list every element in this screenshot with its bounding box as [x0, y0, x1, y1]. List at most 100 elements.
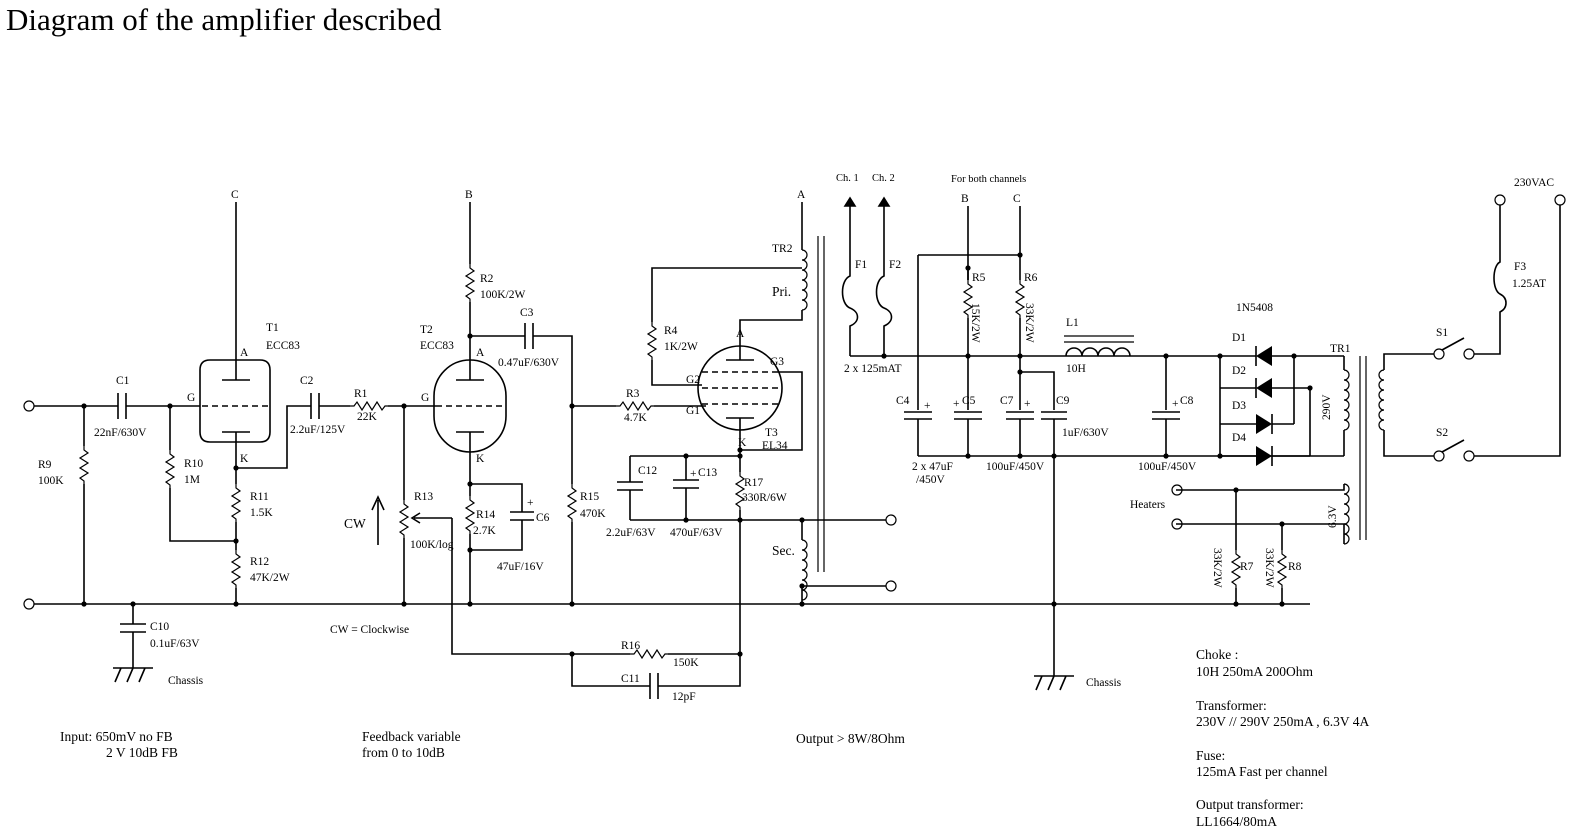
- t1-cathode-label: K: [240, 453, 249, 465]
- diagram-title: Diagram of the amplifier described: [6, 2, 442, 37]
- c10-value: 0.1uF/63V: [150, 638, 200, 650]
- r1-label: R1: [354, 388, 368, 400]
- mains-label: 230VAC: [1514, 177, 1554, 189]
- tr1-heater-voltage: 6.3V: [1327, 505, 1339, 528]
- c5-plus: +: [953, 398, 960, 410]
- c4-label: C4: [896, 395, 910, 407]
- both-channels-label: For both channels: [951, 174, 1026, 185]
- r3-value: 4.7K: [624, 412, 647, 424]
- mains-switches: [1433, 194, 1566, 462]
- choke-spec: 10H 250mA 200Ohm: [1196, 664, 1314, 679]
- r13-label: R13: [414, 491, 433, 503]
- r2-label: R2: [480, 273, 494, 285]
- r1-value: 22K: [357, 411, 378, 423]
- fuse-heading: Fuse:: [1196, 748, 1225, 763]
- c9-label: C9: [1056, 395, 1070, 407]
- c13-value: 470uF/63V: [670, 527, 723, 539]
- t1-tube: [199, 202, 271, 468]
- t2-type: ECC83: [420, 340, 454, 352]
- tr2-output-transformer: [739, 202, 897, 607]
- chassis-label-1: Chassis: [168, 675, 204, 687]
- l1-label: L1: [1066, 317, 1079, 329]
- r17-label: R17: [744, 477, 763, 489]
- t3-tube: [697, 345, 803, 451]
- c13-label: C13: [698, 467, 717, 479]
- r3-label: R3: [626, 388, 640, 400]
- psu-filter: [904, 206, 1310, 691]
- c2-label: C2: [300, 375, 314, 387]
- c7-value: 100uF/450V: [986, 461, 1045, 473]
- output-transformer-heading: Output transformer:: [1196, 797, 1304, 812]
- tr2-primary-label: Pri.: [772, 284, 791, 299]
- r8-label: R8: [1288, 561, 1302, 573]
- c1-label: C1: [116, 375, 130, 387]
- r12-label: R12: [250, 556, 269, 568]
- t1-grid-label: G: [187, 392, 195, 404]
- r10-resistor: [165, 403, 236, 542]
- c8-value: 100uF/450V: [1138, 461, 1197, 473]
- diode-type: 1N5408: [1236, 302, 1273, 314]
- psu-supply-b: B: [961, 193, 969, 205]
- c11-value: 12pF: [672, 691, 696, 703]
- r15-resistor: [567, 403, 577, 607]
- input-line: [23, 400, 110, 412]
- d2-label: D2: [1232, 365, 1246, 377]
- transformer-heading: Transformer:: [1196, 698, 1267, 713]
- c45-value-2: /450V: [916, 474, 945, 486]
- tr2-label: TR2: [772, 243, 793, 255]
- c3-value: 0.47uF/630V: [498, 357, 560, 369]
- t1-anode-label: A: [240, 347, 249, 359]
- r8-value: 33K/2W: [1263, 548, 1275, 588]
- r7-label: R7: [1240, 561, 1254, 573]
- c12-label: C12: [638, 465, 657, 477]
- c2-capacitor: [305, 393, 350, 419]
- c8-plus: +: [1172, 398, 1179, 410]
- t3-type: EL34: [762, 440, 788, 452]
- r12-value: 47K/2W: [250, 572, 290, 584]
- input-note-2: 2 V 10dB FB: [106, 745, 178, 760]
- t3-label: T3: [765, 427, 778, 439]
- d3-label: D3: [1232, 400, 1246, 412]
- cw-arrow-icon: [371, 495, 385, 545]
- r7-value: 33K/2W: [1211, 548, 1223, 588]
- t1-cathode-network: [231, 405, 305, 607]
- cw-label: CW: [344, 516, 366, 531]
- c45-value-1: 2 x 47uF: [912, 461, 953, 473]
- t3-g1-label: G1: [686, 405, 700, 417]
- r16-value: 150K: [673, 657, 699, 669]
- d4-label: D4: [1232, 432, 1246, 444]
- f3-label: F3: [1514, 261, 1526, 273]
- l1-choke: [1064, 335, 1134, 357]
- tr2-secondary-label: Sec.: [772, 543, 795, 558]
- t1-type: ECC83: [266, 340, 300, 352]
- f3-value: 1.25AT: [1512, 278, 1546, 290]
- c6-label: C6: [536, 512, 550, 524]
- c1-value: 22nF/630V: [94, 427, 147, 439]
- r14-label: R14: [476, 509, 495, 521]
- r4-resistor: [647, 267, 802, 386]
- r2-value: 100K/2W: [480, 289, 526, 301]
- output-note: Output > 8W/8Ohm: [796, 731, 905, 746]
- transformer-spec: 230V // 290V 250mA , 6.3V 4A: [1196, 714, 1370, 729]
- tr1-label: TR1: [1330, 343, 1351, 355]
- r5-value: 15K/2W: [969, 303, 981, 343]
- f1-label: F1: [855, 259, 867, 271]
- c1-capacitor: [110, 393, 200, 419]
- r10-label: R10: [184, 458, 203, 470]
- feedback-note-2: from 0 to 10dB: [362, 745, 445, 760]
- r6-value: 33K/2W: [1023, 303, 1035, 343]
- t2-label: T2: [420, 324, 433, 336]
- c10-capacitor: [112, 601, 154, 683]
- ch2-label: Ch. 2: [872, 173, 895, 184]
- c6-plus: +: [527, 497, 534, 509]
- l1-value: 10H: [1066, 363, 1086, 375]
- input-note-1: Input: 650mV no FB: [60, 729, 173, 744]
- bridge-rectifier: [1217, 346, 1344, 466]
- t3-cathode-network: [617, 430, 897, 654]
- heater-circuit: [1171, 484, 1287, 607]
- s2-label: S2: [1436, 427, 1448, 439]
- r3-resistor: [572, 401, 706, 411]
- r15-value: 470K: [580, 508, 606, 520]
- tr2-supply-a: A: [797, 189, 806, 201]
- channel-fuses: [841, 196, 1220, 359]
